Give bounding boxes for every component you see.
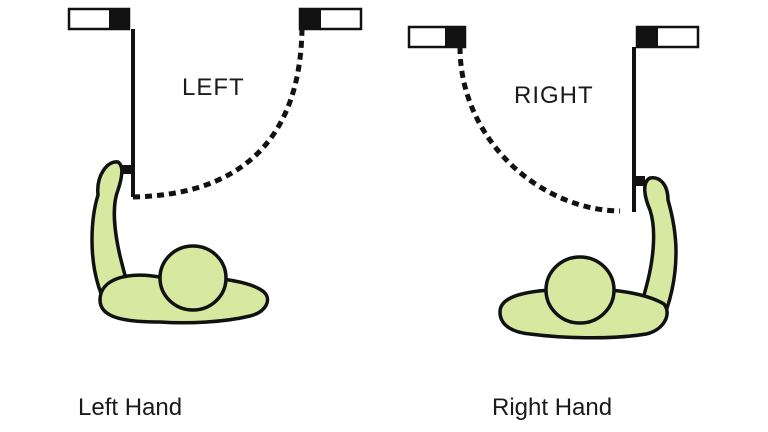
swing-path bbox=[132, 28, 305, 200]
left-hand-panel bbox=[67, 7, 363, 325]
door-leaf-icon bbox=[298, 7, 363, 31]
door-leaf-icon bbox=[407, 25, 467, 49]
door-label-right: RIGHT bbox=[514, 82, 594, 109]
door-leaf-icon bbox=[635, 25, 700, 49]
right-hand-panel bbox=[407, 25, 700, 340]
person-top-view-icon bbox=[90, 160, 270, 325]
hinge-icon bbox=[634, 176, 645, 186]
person-top-view-icon bbox=[498, 176, 678, 340]
hinge-icon bbox=[121, 165, 133, 174]
swing-path bbox=[457, 46, 621, 214]
door-label-left: LEFT bbox=[182, 74, 245, 101]
caption-left-hand: Left Hand bbox=[78, 394, 183, 421]
caption-right-hand: Right Hand bbox=[492, 394, 613, 421]
door-leaf-icon bbox=[67, 7, 131, 31]
